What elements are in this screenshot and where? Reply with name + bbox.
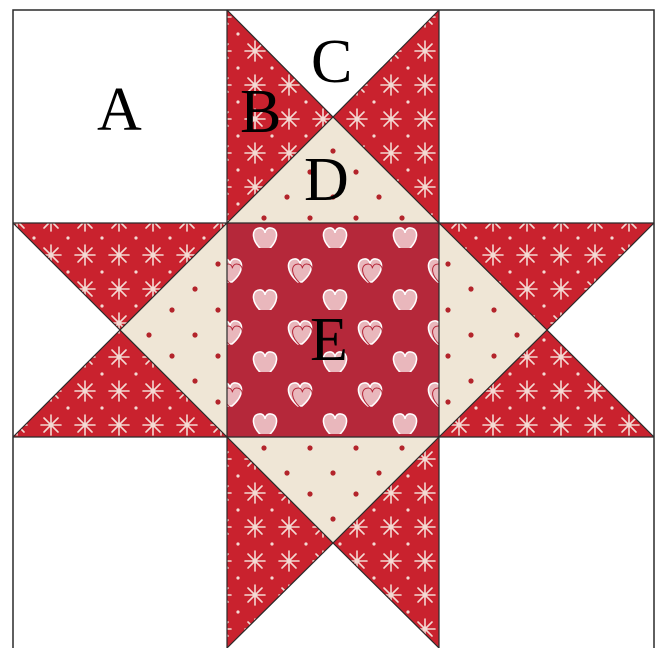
- label-e: E: [310, 306, 348, 374]
- label-d: D: [304, 146, 349, 214]
- label-a: A: [97, 76, 142, 144]
- label-b: B: [240, 78, 281, 146]
- label-c: C: [311, 28, 352, 96]
